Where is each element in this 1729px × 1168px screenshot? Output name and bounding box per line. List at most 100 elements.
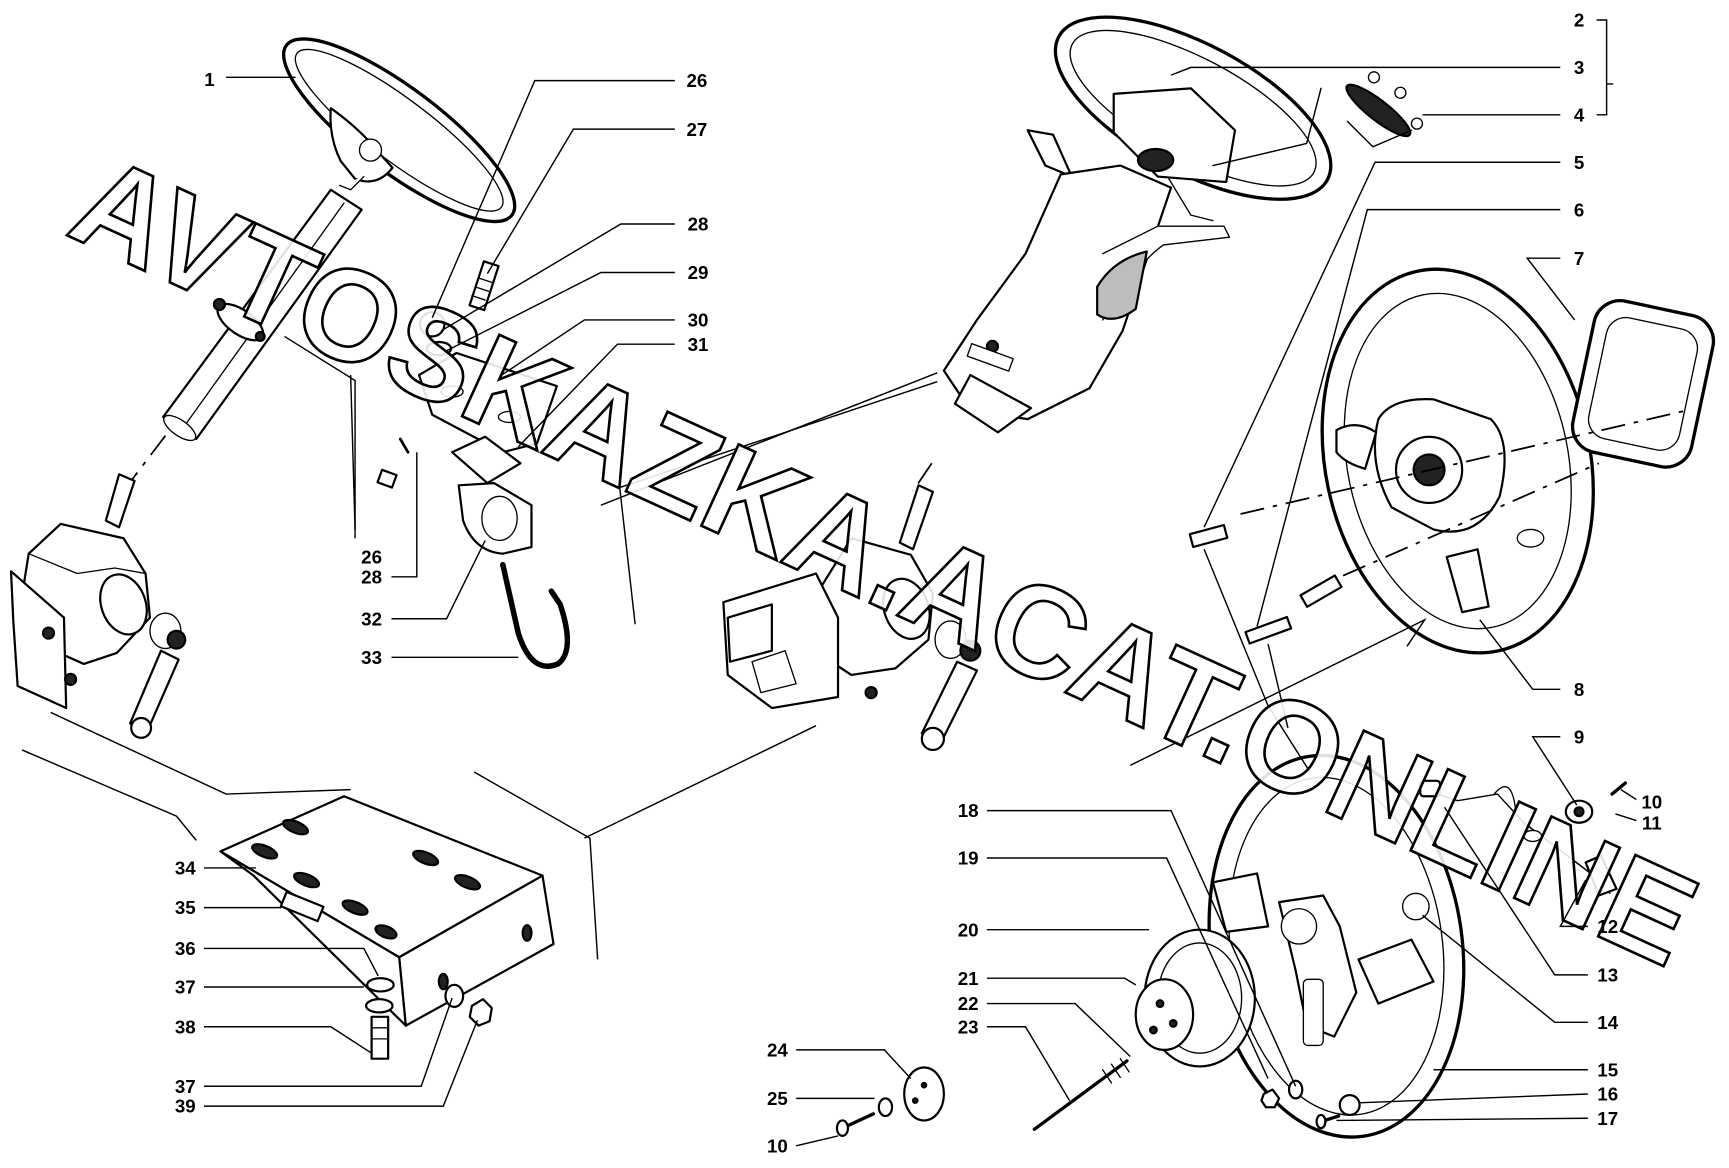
callout-label-28: 28 bbox=[688, 214, 709, 235]
callout-label-27: 27 bbox=[686, 119, 707, 140]
leader-line bbox=[986, 1026, 1071, 1101]
wheel-axis-lower bbox=[1342, 462, 1600, 577]
callout-group-bracket bbox=[1596, 19, 1614, 116]
callout-label-10: 10 bbox=[767, 1135, 788, 1156]
steering-wheel-left bbox=[282, 37, 517, 224]
mounting-bracket-34 bbox=[219, 795, 555, 1060]
steering-gear-box-center bbox=[722, 484, 982, 752]
callout-label-14: 14 bbox=[1597, 1012, 1618, 1033]
shaft-axis-center bbox=[912, 462, 933, 492]
callout-label-28: 28 bbox=[361, 566, 382, 587]
callout-label-31: 31 bbox=[688, 334, 709, 355]
leader-line bbox=[203, 997, 453, 1087]
horn-contact-cluster bbox=[1419, 779, 1628, 897]
callout-label-2: 2 bbox=[1574, 10, 1584, 31]
leader-line bbox=[391, 452, 418, 578]
bushing-26 bbox=[376, 468, 398, 489]
washer-36 bbox=[366, 977, 395, 993]
leader-line bbox=[446, 271, 675, 352]
callout-label-26: 26 bbox=[686, 70, 707, 91]
leader-line bbox=[431, 79, 675, 318]
leader-line bbox=[795, 1135, 839, 1147]
leader-line bbox=[1203, 161, 1561, 528]
callout-label-5: 5 bbox=[1574, 152, 1584, 173]
plate-12 bbox=[1584, 854, 1618, 897]
callout-label-8: 8 bbox=[1574, 679, 1584, 700]
callout-label-30: 30 bbox=[688, 310, 709, 331]
callout-label-34: 34 bbox=[175, 858, 196, 879]
callout-label-36: 36 bbox=[175, 938, 196, 959]
leader-line bbox=[986, 857, 1269, 1079]
spring-bolt bbox=[1299, 574, 1343, 608]
leader-line bbox=[1336, 1117, 1588, 1122]
callout-label-11: 11 bbox=[1642, 812, 1662, 833]
bolt-38 bbox=[370, 1015, 390, 1060]
callout-label-16: 16 bbox=[1597, 1084, 1618, 1105]
leader-line bbox=[203, 1019, 479, 1107]
callout-label-15: 15 bbox=[1597, 1059, 1618, 1080]
leader-line bbox=[284, 335, 356, 539]
wheel-axis-upper bbox=[1240, 409, 1688, 515]
callout-label-13: 13 bbox=[1597, 965, 1618, 986]
washer-37-upper bbox=[364, 998, 394, 1014]
leader-line bbox=[1615, 813, 1637, 822]
washer-25 bbox=[877, 1097, 894, 1118]
leader-line bbox=[986, 1002, 1131, 1058]
column-mounting-parts bbox=[376, 260, 571, 669]
steering-wheel-mid-right bbox=[1320, 267, 1595, 655]
bolt-5 bbox=[1188, 523, 1229, 549]
callout-label-37: 37 bbox=[175, 1076, 196, 1097]
callout-label-39: 39 bbox=[175, 1096, 196, 1117]
column-shroud-center bbox=[942, 129, 1231, 434]
callout-label-20: 20 bbox=[958, 919, 979, 940]
callout-label-23: 23 bbox=[958, 1016, 979, 1037]
leader-line bbox=[986, 809, 1297, 1087]
leader-line bbox=[796, 1049, 912, 1080]
callout-label-17: 17 bbox=[1597, 1108, 1618, 1129]
bolt-6 bbox=[1244, 615, 1293, 645]
leader-line bbox=[1531, 736, 1578, 806]
leader-line bbox=[1620, 789, 1637, 801]
screw-17 bbox=[1315, 1113, 1341, 1130]
callout-label-6: 6 bbox=[1574, 199, 1584, 220]
bolt-27 bbox=[468, 260, 500, 312]
steering-column-left bbox=[162, 188, 363, 442]
callout-label-19: 19 bbox=[958, 848, 979, 869]
callout-label-38: 38 bbox=[175, 1016, 196, 1037]
callout-label-4: 4 bbox=[1574, 104, 1585, 125]
leader-line bbox=[440, 223, 675, 332]
leader-line bbox=[501, 319, 675, 376]
leader-line bbox=[1443, 806, 1588, 976]
leader-line bbox=[1479, 619, 1561, 691]
leader-line bbox=[1358, 1093, 1588, 1104]
disk-21 bbox=[1134, 978, 1195, 1051]
callout-label-12: 12 bbox=[1597, 916, 1618, 937]
nut-39 bbox=[468, 998, 493, 1027]
clamp-bolt-left bbox=[212, 297, 227, 312]
leader-line bbox=[486, 128, 675, 274]
leader-line bbox=[1170, 66, 1561, 76]
callout-label-26: 26 bbox=[361, 547, 382, 568]
callout-label-32: 32 bbox=[361, 608, 382, 629]
nut-18 bbox=[1260, 1088, 1281, 1109]
pin-28 bbox=[398, 437, 410, 454]
leader-line bbox=[986, 977, 1137, 986]
bolt-35 bbox=[279, 890, 325, 923]
leader-line bbox=[203, 1026, 372, 1054]
steering-gear-box-left bbox=[9, 473, 187, 739]
leader-line bbox=[1525, 257, 1576, 321]
wheel-bolts bbox=[1188, 523, 1343, 645]
wheel-hub-assembly bbox=[835, 928, 1361, 1137]
washer-37-lower bbox=[444, 983, 465, 1008]
washer-19 bbox=[1287, 1079, 1304, 1100]
horn-button-2 bbox=[1345, 71, 1424, 138]
clamp-plate-30 bbox=[417, 351, 558, 454]
callout-label-3: 3 bbox=[1574, 57, 1584, 78]
leader-line bbox=[203, 947, 379, 977]
callout-label-25: 25 bbox=[767, 1088, 788, 1109]
callout-label-33: 33 bbox=[361, 647, 382, 668]
callout-label-1: 1 bbox=[204, 69, 214, 90]
screw-10-upper bbox=[1610, 781, 1628, 796]
